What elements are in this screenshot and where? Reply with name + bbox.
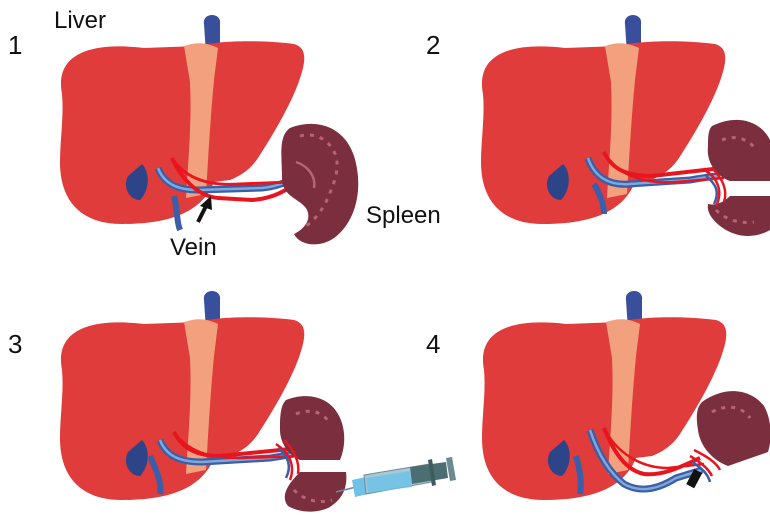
spleen-4 xyxy=(690,391,770,482)
panel-3 xyxy=(60,291,456,512)
liver-2 xyxy=(481,15,725,224)
spleen-3 xyxy=(276,396,346,512)
spleen-2 xyxy=(704,120,770,236)
step-number-2: 2 xyxy=(426,32,440,58)
spleen-1 xyxy=(281,124,358,244)
step-number-4: 4 xyxy=(426,331,440,357)
panel-1 xyxy=(60,15,358,244)
liver-1 xyxy=(60,15,304,224)
liver-3 xyxy=(60,291,304,500)
step-number-1: 1 xyxy=(8,32,22,58)
panel-2 xyxy=(481,15,770,236)
spleen-label: Spleen xyxy=(366,204,441,228)
step-number-3: 3 xyxy=(8,331,22,357)
vein-label: Vein xyxy=(170,236,217,260)
panel-4 xyxy=(482,291,770,500)
syringe xyxy=(336,457,456,497)
liver-label: Liver xyxy=(54,9,106,33)
liver-4 xyxy=(482,291,726,500)
